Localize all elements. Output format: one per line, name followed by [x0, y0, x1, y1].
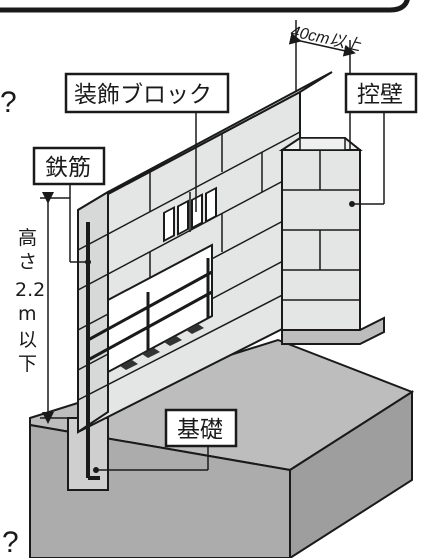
top-callout-frame — [0, 0, 410, 13]
height-char-2: さ — [18, 251, 37, 273]
svg-text:装飾ブロック: 装飾ブロック — [74, 82, 212, 108]
buttress — [278, 137, 385, 345]
label-foundation: 基礎 — [93, 408, 238, 473]
label-decorative-block: 装飾ブロック — [64, 72, 230, 212]
height-char-1: 高 — [18, 227, 37, 249]
spacing-label: 40cm以上 — [289, 22, 363, 55]
height-char-5: 以 — [18, 329, 37, 351]
height-char-3: 2.2 — [15, 279, 45, 301]
cutaway-opening — [87, 243, 213, 374]
svg-text:鉄筋: 鉄筋 — [45, 155, 91, 181]
height-dimension: 高 さ 2.2 m 以 下 — [15, 192, 70, 424]
svg-text:控壁: 控壁 — [357, 82, 403, 108]
height-char-4: m — [18, 303, 37, 325]
svg-text:基礎: 基礎 — [177, 417, 223, 443]
height-char-6: 下 — [18, 353, 37, 375]
label-rebar: 鉄筋 — [32, 146, 106, 265]
question-mark-bottom: ? — [2, 526, 19, 558]
decorative-block-openings — [163, 186, 217, 243]
label-buttress: 控壁 — [344, 72, 418, 207]
question-mark-top: ? — [0, 86, 17, 119]
